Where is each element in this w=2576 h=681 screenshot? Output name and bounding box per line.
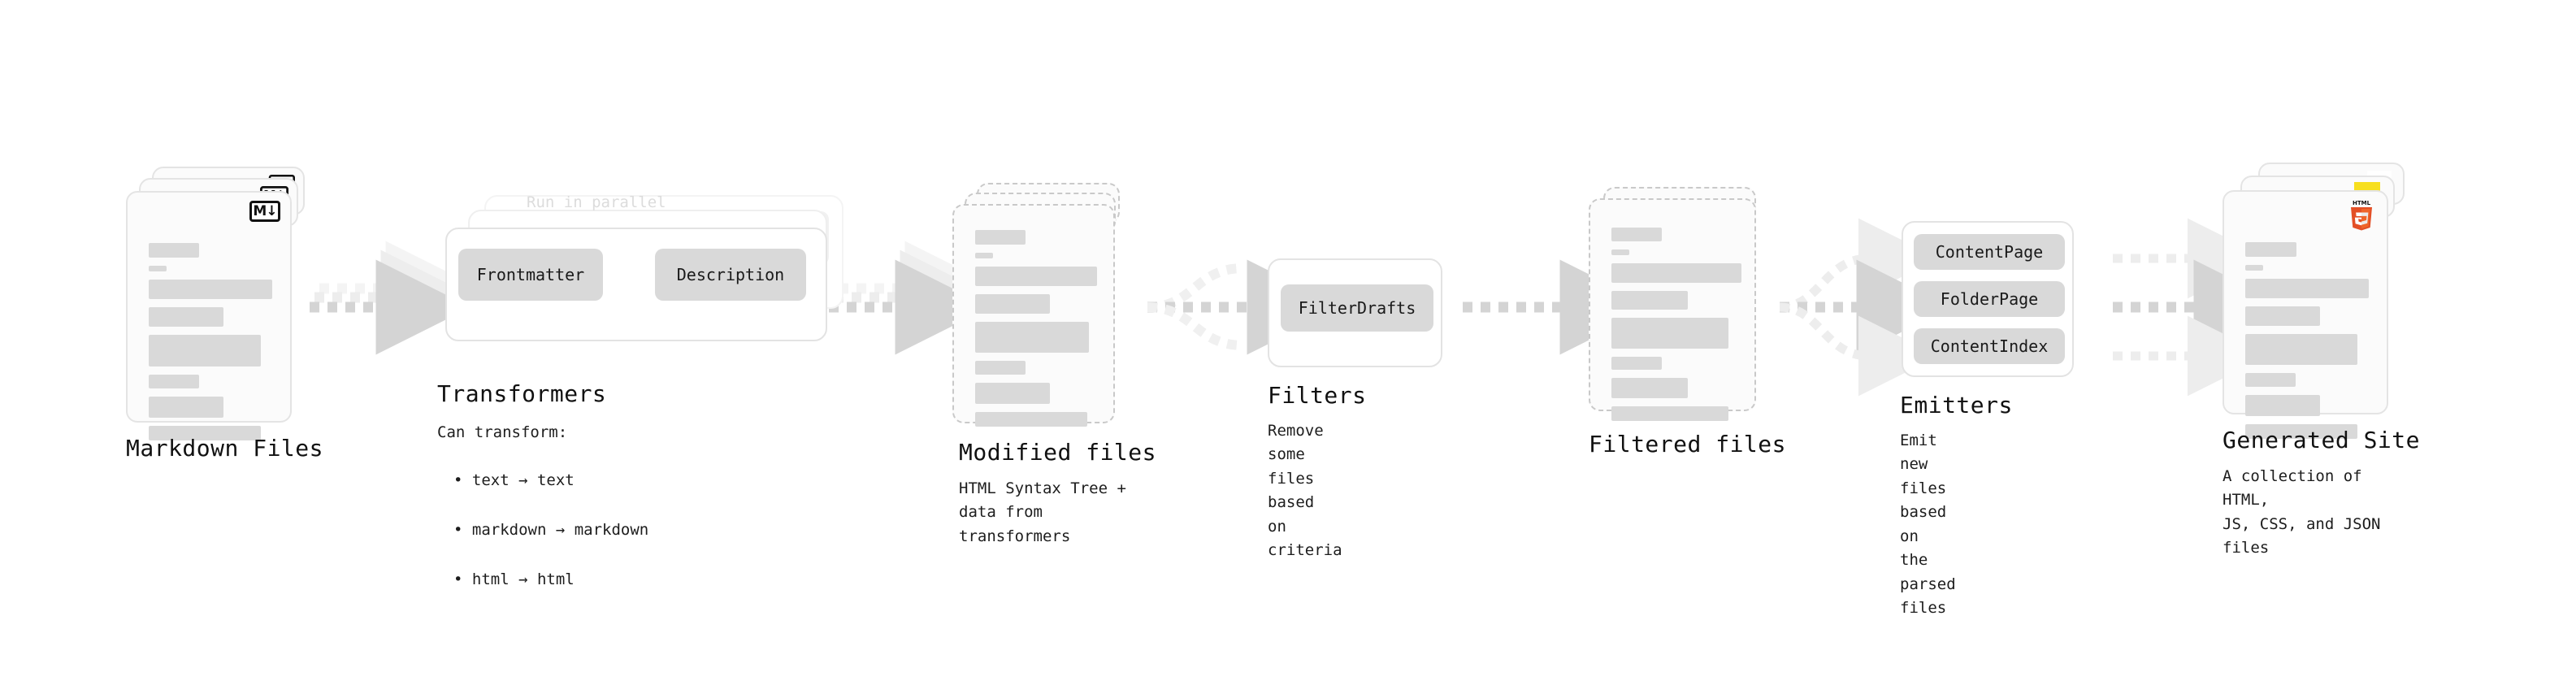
stage-title-filters: Filters [1268, 382, 1367, 409]
connector-modified-to-filters [1147, 259, 1342, 355]
stage-title-emitters: Emitters [1900, 392, 2013, 419]
emitter-node-label: ContentPage [1935, 242, 2044, 262]
file-content-placeholder [975, 230, 1097, 435]
bullet-item: • html → html [453, 570, 575, 588]
transformers-subtitle: Can transform: [437, 423, 568, 441]
stage-title-filtered-files: Filtered files [1589, 431, 1787, 458]
markdown-badge-label: M [253, 202, 267, 219]
bullet-item: • text → text [453, 471, 575, 490]
emitter-node-label: ContentIndex [1930, 336, 2049, 356]
stage-markdown-files: M↓ M↓ M↓ [126, 167, 323, 462]
emitters-group[interactable]: ContentPage FolderPage ContentIndex [1902, 221, 2074, 377]
stage-generated-site: CSS HTML [2223, 163, 2420, 557]
html5-shield-icon: HTML [2351, 200, 2372, 231]
filter-node-label: FilterDrafts [1298, 298, 1416, 318]
stage-transformers: Frontmatter Description Run in parallel … [437, 193, 852, 588]
modified-files-subtitle: HTML Syntax Tree + data from transformer… [959, 479, 1126, 545]
stage-modified-files: Modified files HTML Syntax Tree + data f… [952, 183, 1156, 545]
file-content-placeholder [1611, 228, 1741, 429]
markdown-badge: M↓ [249, 201, 280, 222]
emitter-node-folderpage[interactable]: FolderPage [1914, 281, 2065, 317]
transformer-layer-front[interactable]: Frontmatter Description [445, 228, 827, 341]
filters-subtitle: Remove some files based on criteria [1268, 422, 1342, 560]
connector-markdown-to-transformers [310, 241, 481, 355]
transformer-node-label: Frontmatter [476, 265, 585, 284]
modified-file-stack [952, 183, 1139, 427]
stage-title-generated-site: Generated Site [2223, 427, 2421, 453]
filtered-sheet-front [1589, 198, 1756, 421]
html5-badge: HTML [2348, 198, 2375, 231]
generated-site-subtitle: A collection of HTML, JS, CSS, and JSON … [2223, 467, 2381, 557]
markdown-badge-arrow: ↓ [266, 202, 277, 219]
generated-site-stack: CSS HTML [2223, 163, 2418, 439]
transformer-node-description[interactable]: Description [655, 249, 806, 301]
site-sheet-front: HTML [2223, 190, 2388, 439]
stage-title-transformers: Transformers [437, 380, 607, 407]
bullet-item: • markdown → markdown [453, 521, 649, 540]
transformers-group-stack: Frontmatter Description [445, 195, 852, 358]
transformers-bullet-list: • text → text • markdown → markdown • ht… [453, 444, 648, 617]
stage-title-modified-files: Modified files [959, 439, 1157, 466]
file-content-placeholder [149, 243, 272, 449]
emitter-node-contentindex[interactable]: ContentIndex [1914, 328, 2065, 364]
connector-filtered-to-emitters [1779, 218, 1952, 397]
file-content-placeholder [2245, 242, 2369, 447]
transformer-node-frontmatter[interactable]: Frontmatter [458, 249, 603, 301]
markdown-file-stack: M↓ M↓ M↓ [126, 167, 313, 440]
stage-filtered-files: Filtered files [1589, 187, 1786, 458]
transformer-node-label: Description [676, 265, 785, 284]
emitter-node-label: FolderPage [1940, 289, 2039, 309]
modified-sheet-front [952, 204, 1115, 427]
filtered-file-stack [1589, 187, 1776, 423]
run-in-parallel-annotation: Run in parallel [527, 193, 666, 211]
svg-text:HTML: HTML [2353, 200, 2371, 206]
markdown-sheet-front: M↓ [126, 191, 292, 440]
stage-title-markdown-files: Markdown Files [126, 435, 324, 462]
emitters-subtitle: Emit new files based on the parsed files [1900, 432, 1956, 618]
filters-group[interactable]: FilterDrafts [1268, 258, 1442, 367]
emitter-node-contentpage[interactable]: ContentPage [1914, 234, 2065, 270]
connector-emitters-to-site [2113, 218, 2289, 397]
filter-node-filterdrafts[interactable]: FilterDrafts [1281, 284, 1433, 332]
